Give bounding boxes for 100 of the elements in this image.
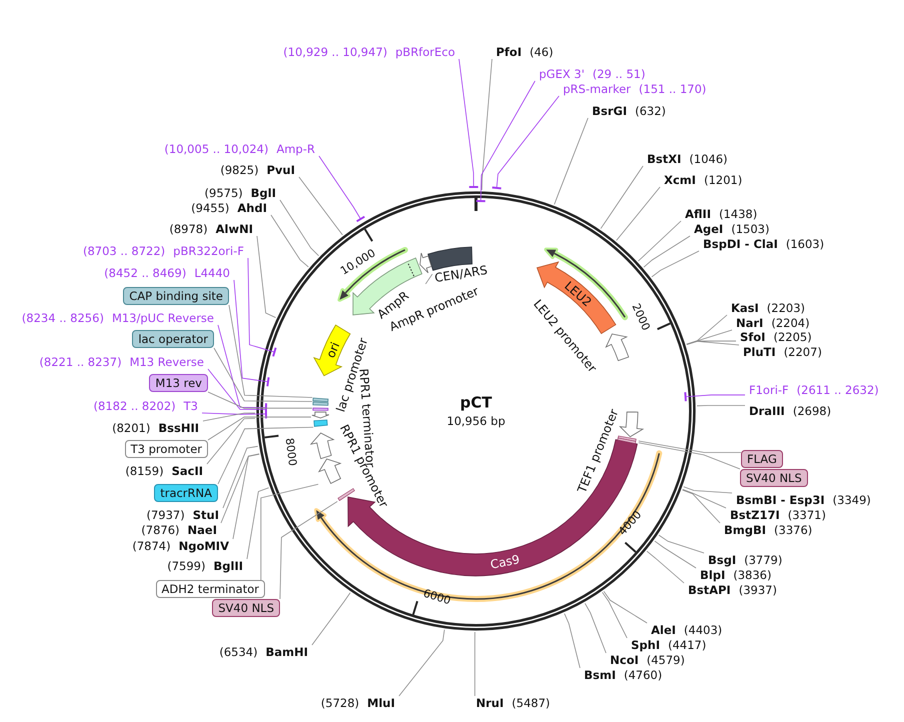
cut-position: (3779) xyxy=(744,553,782,567)
cut-position: (3836) xyxy=(733,568,772,582)
leader-line xyxy=(298,176,343,236)
leader-line xyxy=(638,440,742,453)
primer-name: T3 xyxy=(184,399,198,413)
enzyme-name: BssHII xyxy=(158,421,199,435)
cut-position: (46) xyxy=(530,45,554,59)
leader-line xyxy=(696,405,746,406)
cut-position: (9825) xyxy=(220,163,259,177)
leader-line xyxy=(206,418,256,464)
primer-name: pGEX 3' xyxy=(539,67,584,81)
leader-line xyxy=(602,592,628,638)
feature-label: Cas9 xyxy=(489,552,522,572)
cut-position: (1503) xyxy=(731,222,770,236)
primer-range: (8221 .. 8237) xyxy=(39,355,122,369)
leader-line xyxy=(475,80,536,202)
tick-label: 8000 xyxy=(283,438,298,467)
leader-line xyxy=(491,96,560,190)
leader-line xyxy=(256,236,276,318)
enzyme-name: AgeI xyxy=(694,222,724,236)
leader-line xyxy=(202,408,268,420)
primer-name: pRS-marker xyxy=(563,82,631,96)
cut-position: (4403) xyxy=(684,623,722,637)
enzyme-name: BstZ17I xyxy=(730,508,780,522)
enzyme-name: BglII xyxy=(214,559,243,573)
primer-range: (151 .. 170) xyxy=(638,82,706,96)
cut-position: (2203) xyxy=(766,301,806,315)
leader-line xyxy=(686,340,736,345)
cut-position: (2204) xyxy=(771,316,810,330)
enzyme-name: NarI xyxy=(736,316,764,330)
cut-position: (1438) xyxy=(718,207,758,221)
leader-line xyxy=(554,118,588,205)
enzyme-name: NcoI xyxy=(610,653,639,667)
leader-line xyxy=(208,392,312,409)
leader-line xyxy=(686,340,740,346)
cut-position: (2698) xyxy=(792,404,832,418)
leader-line xyxy=(280,501,338,600)
feature-label: lac operator xyxy=(132,330,214,348)
leader-line xyxy=(246,487,270,560)
enzyme-name: AleI xyxy=(651,623,676,637)
primer-name: F1ori-F xyxy=(749,383,789,397)
leader-line xyxy=(686,314,728,345)
cut-position: (2205) xyxy=(773,330,812,344)
primer-range: (10,929 .. 10,947) xyxy=(283,45,388,59)
tick-label: 2000 xyxy=(630,302,652,332)
primer-range: (2611 .. 2632) xyxy=(796,383,879,397)
cut-position: (7876) xyxy=(141,523,180,537)
cut-position: (7937) xyxy=(146,508,185,522)
cut-position: (7874) xyxy=(132,539,171,553)
leader-line xyxy=(260,484,319,580)
leader-line xyxy=(646,550,684,584)
feature-label: FLAG xyxy=(741,450,783,468)
plasmid-length: 10,956 bp xyxy=(446,414,506,428)
leader-line xyxy=(474,632,476,696)
cut-position: (6534) xyxy=(219,645,258,659)
feature-label: ADH2 terminator xyxy=(156,580,265,598)
leader-line xyxy=(651,250,700,278)
leader-line xyxy=(682,488,726,508)
cut-position: (8201) xyxy=(112,421,150,435)
primer-range: (29 .. 51) xyxy=(592,67,646,81)
cut-position: (9575) xyxy=(204,186,243,200)
enzyme-name: KasI xyxy=(731,301,759,315)
leader-line xyxy=(564,613,580,668)
feature-label: T3 promoter xyxy=(124,440,208,458)
tick-label: 6000 xyxy=(422,588,452,606)
leader-line xyxy=(686,330,732,345)
leader-line xyxy=(218,426,314,484)
leader-line xyxy=(232,454,260,540)
primer-name: Amp-R xyxy=(276,142,315,156)
feature-label: M13 rev xyxy=(149,374,208,392)
leader-line xyxy=(684,391,746,402)
enzyme-name: SfoI xyxy=(740,330,766,344)
feature-label: SV40 NLS xyxy=(212,599,280,617)
feature-label: SV40 NLS xyxy=(740,469,808,487)
enzyme-name: NgoMIV xyxy=(178,539,229,553)
feature-label: CAP binding site xyxy=(123,287,229,305)
leader-line xyxy=(658,534,704,554)
cut-position: (4760) xyxy=(624,668,662,682)
enzyme-name: BsgI xyxy=(708,553,736,567)
enzyme-name: AhdI xyxy=(237,201,267,215)
cut-position: (2207) xyxy=(784,345,822,359)
enzyme-name: MluI xyxy=(367,696,395,710)
leader-line xyxy=(458,58,480,188)
feature-label: ori xyxy=(323,340,342,360)
enzyme-name: BsmI xyxy=(584,668,616,682)
leader-line xyxy=(603,590,648,624)
cut-position: (4579) xyxy=(646,653,685,667)
primer-name: M13/pUC Reverse xyxy=(112,311,214,325)
feature-label: CEN/ARS xyxy=(434,262,488,286)
leader-line xyxy=(228,304,313,398)
enzyme-name: BlpI xyxy=(700,568,726,582)
primer-range: (8452 .. 8469) xyxy=(104,266,186,280)
feature-label: tracrRNA xyxy=(154,484,218,502)
enzyme-name: BglI xyxy=(250,186,276,200)
enzyme-name: PluTI xyxy=(743,345,776,359)
primer-name: M13 Reverse xyxy=(130,355,204,369)
primer-name: pBRforEco xyxy=(395,45,455,59)
leader-line xyxy=(425,274,433,284)
cut-position: (3937) xyxy=(738,583,777,597)
leader-line xyxy=(222,446,258,508)
